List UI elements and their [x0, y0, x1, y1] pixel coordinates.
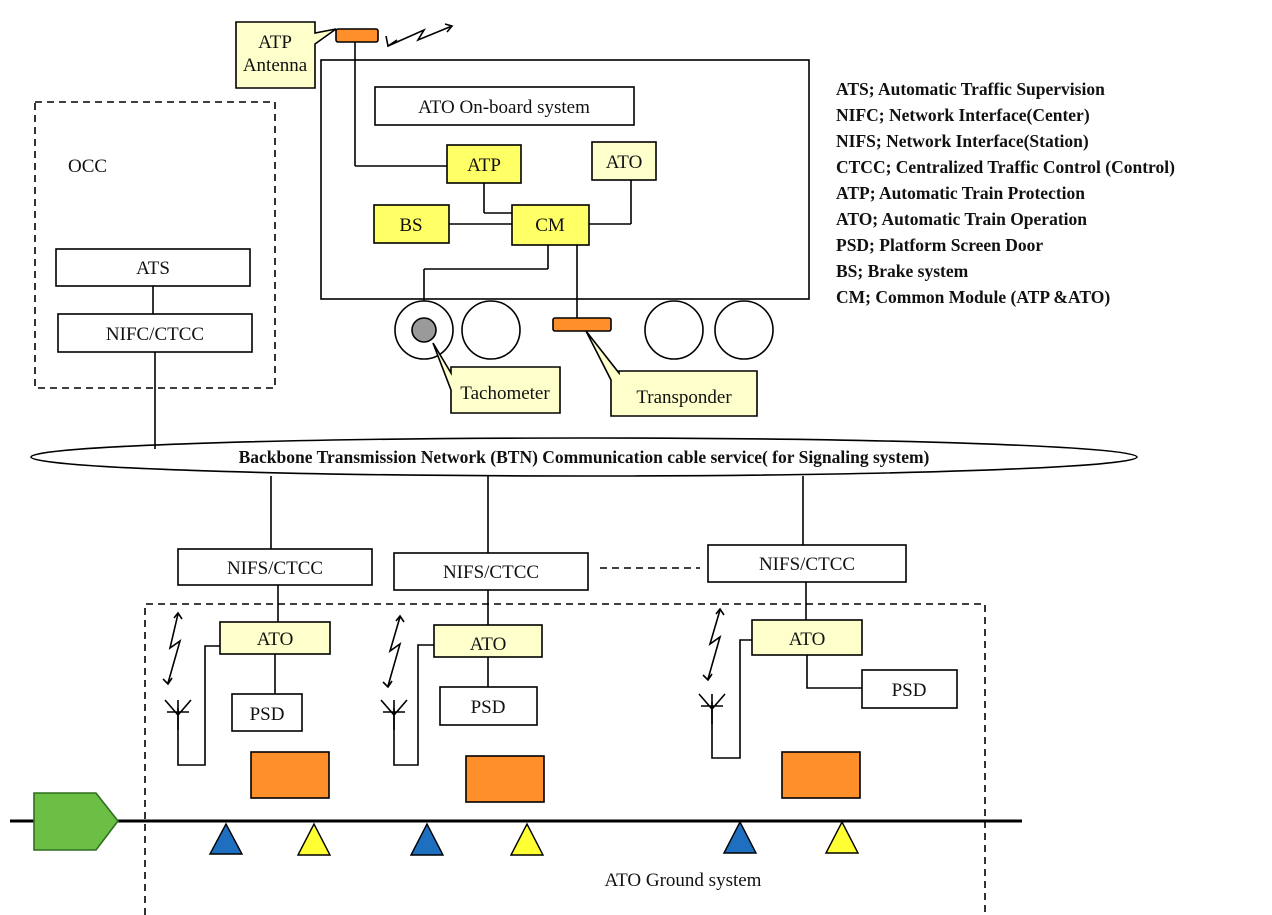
atp-module	[446, 144, 522, 184]
antenna-icon	[698, 693, 726, 724]
nifs-ctcc-label: NIFS/CTCC	[759, 554, 855, 575]
occ-boundary	[34, 101, 276, 389]
legend-item: NIFS; Network Interface(Station)	[836, 131, 1089, 151]
transponder-label: Transponder	[636, 387, 732, 408]
wireless-signal-icon	[167, 613, 182, 684]
nifs-ctcc-box	[177, 548, 373, 586]
tachometer-callout	[432, 342, 561, 414]
tachometer-sensor	[411, 317, 437, 343]
psd-box	[861, 669, 958, 709]
ato-onboard-module	[591, 141, 657, 181]
beacon-icon	[208, 822, 244, 855]
legend-item: ATP; Automatic Train Protection	[836, 183, 1085, 203]
legend-item: PSD; Platform Screen Door	[836, 235, 1043, 255]
beacon-icon	[722, 820, 758, 854]
beacon-icon	[296, 822, 332, 856]
beacon-icon	[509, 822, 545, 856]
legend: ATS; Automatic Traffic Supervision NIFC;…	[836, 79, 1175, 307]
ato-onboard-label: ATO	[606, 152, 643, 173]
onboard-system-box	[374, 86, 635, 126]
wheel-icon	[461, 300, 521, 360]
transponder-device	[552, 317, 612, 332]
wireless-signal-icon	[387, 25, 453, 47]
wheel-icon	[714, 300, 774, 360]
nifs-ctcc-box	[393, 552, 589, 591]
beacon-icon	[409, 822, 445, 856]
ato-ground-module	[219, 621, 331, 655]
antenna-icon	[380, 699, 408, 730]
legend-item: CM; Common Module (ATP &ATO)	[836, 287, 1110, 307]
backbone-network-label: Backbone Transmission Network (BTN) Comm…	[239, 447, 930, 467]
nifs-ctcc-label: NIFS/CTCC	[443, 562, 539, 583]
transponder-callout	[585, 330, 758, 417]
psd-box	[231, 693, 303, 732]
psd-label: PSD	[250, 704, 285, 725]
nifs-ctcc-box	[707, 544, 907, 583]
atp-antenna-label-2: Antenna	[243, 55, 308, 76]
cm-module	[511, 204, 590, 246]
ato-ground-label: ATO Ground system	[605, 870, 762, 891]
wireless-signal-icon	[387, 616, 402, 687]
psd-label: PSD	[471, 697, 506, 718]
legend-item: BS; Brake system	[836, 261, 969, 281]
wireless-signal-icon	[707, 609, 722, 680]
nifs-ctcc-label: NIFS/CTCC	[227, 558, 323, 579]
legend-item: ATO; Automatic Train Operation	[836, 209, 1087, 229]
atp-antenna-callout	[235, 21, 337, 89]
ato-ground-label-3: ATO	[789, 629, 826, 650]
atp-antenna-label-1: ATP	[258, 32, 292, 53]
antenna-icon	[164, 699, 192, 730]
occ-label: OCC	[68, 156, 107, 177]
ato-ground-label-1: ATO	[257, 629, 294, 650]
platform-screen-door	[465, 755, 545, 803]
atp-module-label: ATP	[467, 155, 501, 176]
nifc-ctcc-label: NIFC/CTCC	[106, 324, 204, 345]
bs-module-label: BS	[399, 215, 422, 236]
ats-label: ATS	[136, 258, 170, 279]
wheel-icon	[644, 300, 704, 360]
legend-item: ATS; Automatic Traffic Supervision	[836, 79, 1105, 99]
legend-item: NIFC; Network Interface(Center)	[836, 105, 1090, 125]
platform-screen-door	[250, 751, 330, 799]
platform-screen-door	[781, 751, 861, 799]
cm-module-label: CM	[535, 215, 565, 236]
tachometer-label: Tachometer	[460, 383, 550, 404]
train-icon	[33, 792, 120, 851]
legend-item: CTCC; Centralized Traffic Control (Contr…	[836, 157, 1175, 177]
psd-label: PSD	[892, 680, 927, 701]
ato-ground-label-2: ATO	[470, 634, 507, 655]
atp-antenna-device	[335, 28, 379, 43]
ato-ground-module	[433, 624, 543, 658]
backbone-network	[30, 437, 1138, 477]
onboard-system-label: ATO On-board system	[418, 97, 590, 118]
beacon-icon	[824, 820, 860, 854]
psd-box	[439, 686, 538, 726]
